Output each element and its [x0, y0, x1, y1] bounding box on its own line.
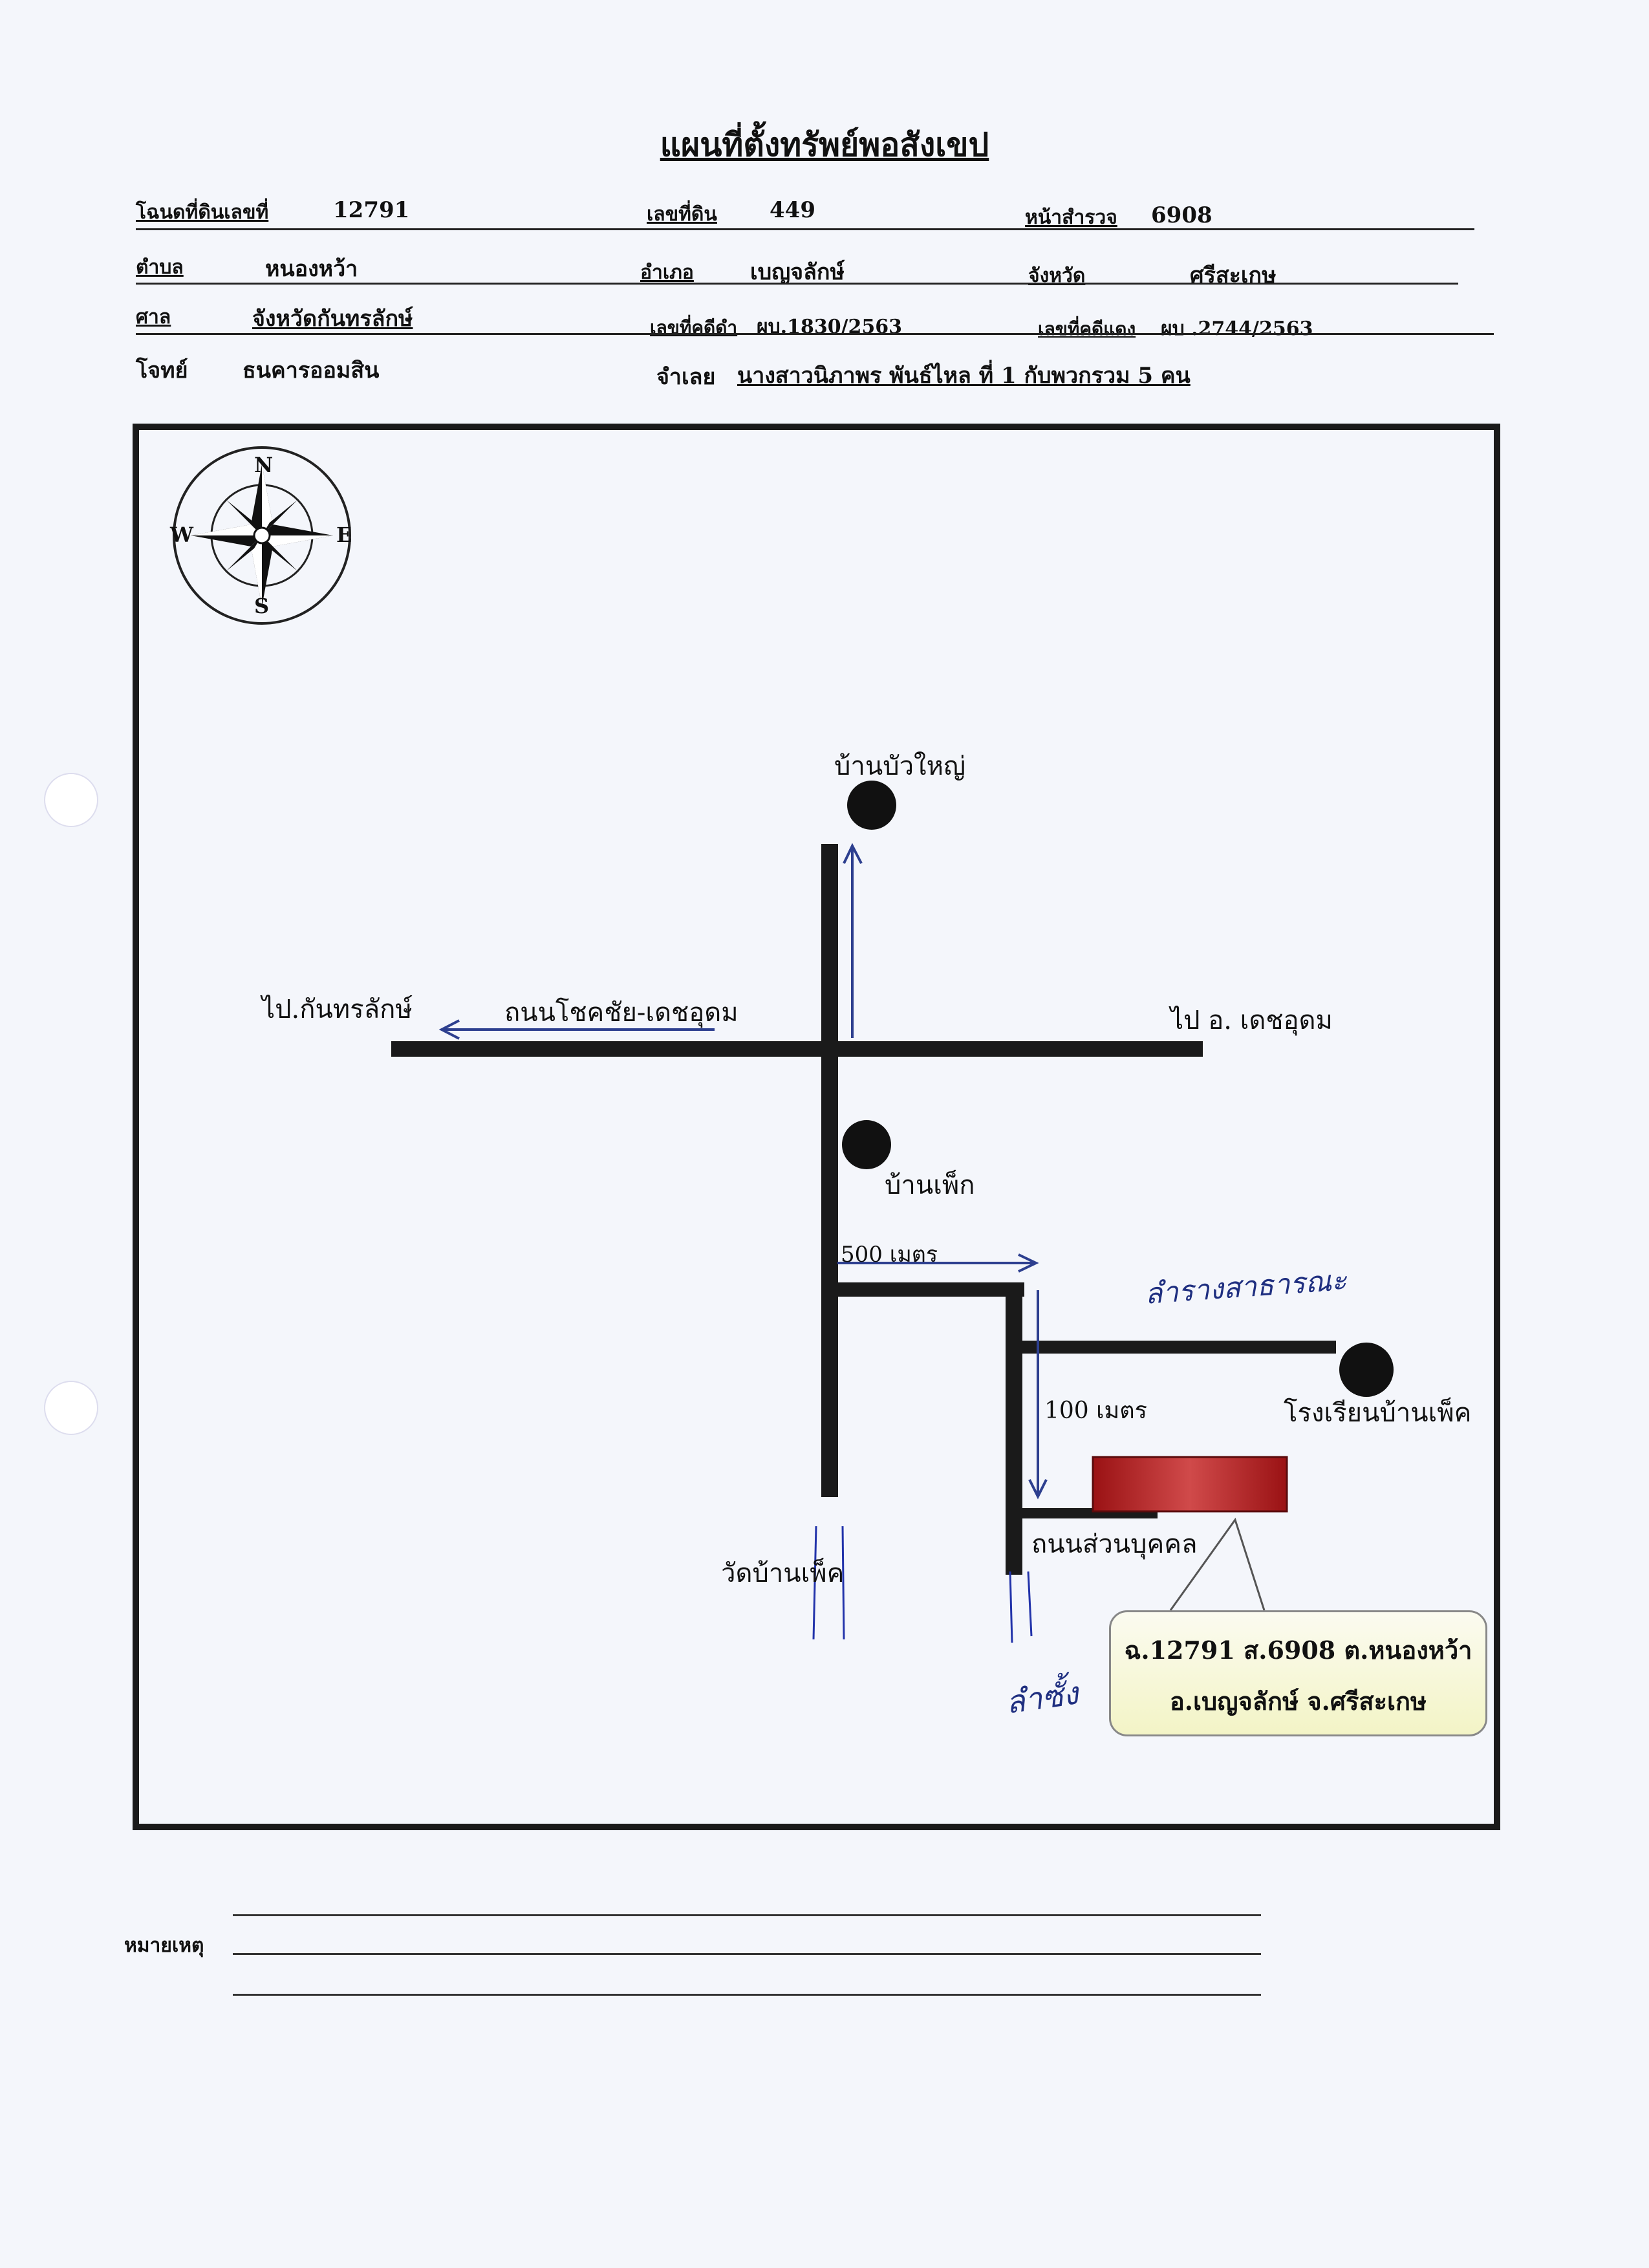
main-road-line [391, 1041, 1203, 1057]
callout-line-2: อ.เบญจลักษ์ จ.ศรีสะเกษ [1169, 1687, 1427, 1716]
defendant-label: จำเลย [656, 364, 716, 390]
property-callout: ฉ.12791 ส.6908 ต.หนองหว้า อ.เบญจลักษ์ จ.… [1109, 1610, 1487, 1736]
direction-arrows [438, 843, 1048, 1500]
punch-hole-bottom [44, 1381, 98, 1435]
village-north-label: บ้านบัวใหญ่ [834, 751, 966, 781]
temple-road-stub-1 [812, 1526, 817, 1640]
subdistrict-value: หนองหว้า [265, 256, 358, 282]
compass-north: N [254, 453, 274, 477]
south-road-stub-1 [1009, 1571, 1013, 1643]
subdistrict-label: ตำบล [136, 256, 184, 279]
village-marker-north [847, 781, 896, 830]
remark-label: หมายเหตุ [124, 1934, 204, 1957]
survey-value: 6908 [1151, 202, 1212, 228]
court-value: จังหวัดกันทรลักษ์ [252, 306, 413, 332]
village-marker-pek [842, 1120, 891, 1169]
compass-west: W [170, 523, 193, 547]
plaintiff-label: โจทย์ [136, 358, 188, 383]
north-south-road-line [821, 844, 838, 1497]
defendant-value: นางสาวนิภาพร พันธ์ไหล ที่ 1 กับพวกรวม 5 … [737, 363, 1191, 389]
red-case-value: ผบ .2744/2563 [1161, 318, 1313, 340]
court-label: ศาล [136, 306, 171, 329]
remark-line-2 [233, 1953, 1261, 1955]
to-det-udom-label: ไป อ. เดชอุดม [1170, 1006, 1333, 1035]
handwritten-note-south: ลำซั้ง [1003, 1675, 1081, 1722]
south-road-stub-2 [1027, 1571, 1033, 1637]
compass-south: S [254, 594, 270, 618]
district-label: อำเภอ [640, 261, 694, 284]
temple-road-stub-2 [841, 1526, 845, 1640]
roads [391, 844, 1336, 1643]
distance-100-label: 100 เมตร [1044, 1398, 1147, 1424]
callout-line-1: ฉ.12791 ส.6908 ต.หนองหว้า [1124, 1636, 1472, 1665]
property-plot [1092, 1456, 1288, 1513]
branch-road-east [830, 1282, 1024, 1297]
school-road-line [1022, 1341, 1336, 1354]
document-title: แผนที่ตั้งทรัพย์พอสังเขป [660, 125, 989, 164]
to-kanthararak-label: ไป.กันทรลักษ์ [262, 995, 413, 1024]
temple-label: วัดบ้านเพ็ค [721, 1559, 845, 1588]
callout-pointer [1169, 1517, 1266, 1611]
row3-underline [136, 333, 1494, 335]
deed-row: โฉนดที่ดินเลขที่ [136, 197, 268, 228]
row1-underline [136, 228, 1474, 230]
red-case-label: เลขที่คดีแดง [1038, 318, 1136, 340]
remark-line-3 [233, 1994, 1261, 1996]
row2-underline [136, 283, 1458, 285]
private-road-label: ถนนส่วนบุคคล [1031, 1529, 1198, 1559]
plaintiff-value: ธนคารออมสิน [242, 358, 380, 383]
compass-rose-icon [173, 446, 351, 625]
punch-hole-top [44, 773, 98, 827]
compass-east: E [336, 523, 352, 547]
village-pek-label: บ้านเพ็ก [885, 1171, 975, 1200]
land-no-label: เลขที่ดิน [647, 203, 717, 226]
branch-road-south [1006, 1290, 1022, 1575]
deed-label: โฉนดที่ดินเลขที่ [136, 201, 269, 224]
main-road-label: ถนนโชคชัย-เดชอุดม [504, 998, 738, 1028]
district-value: เบญจลักษ์ [750, 259, 845, 285]
school-label: โรงเรียนบ้านเพ็ค [1284, 1398, 1472, 1428]
remark-line-1 [233, 1914, 1261, 1916]
land-no-value: 449 [770, 197, 815, 223]
map-frame [133, 424, 1500, 1830]
survey-label: หน้าสำรวจ [1025, 206, 1117, 229]
school-marker [1339, 1343, 1394, 1397]
deed-value: 12791 [333, 197, 410, 223]
distance-500-label: 500 เมตร [841, 1242, 938, 1268]
